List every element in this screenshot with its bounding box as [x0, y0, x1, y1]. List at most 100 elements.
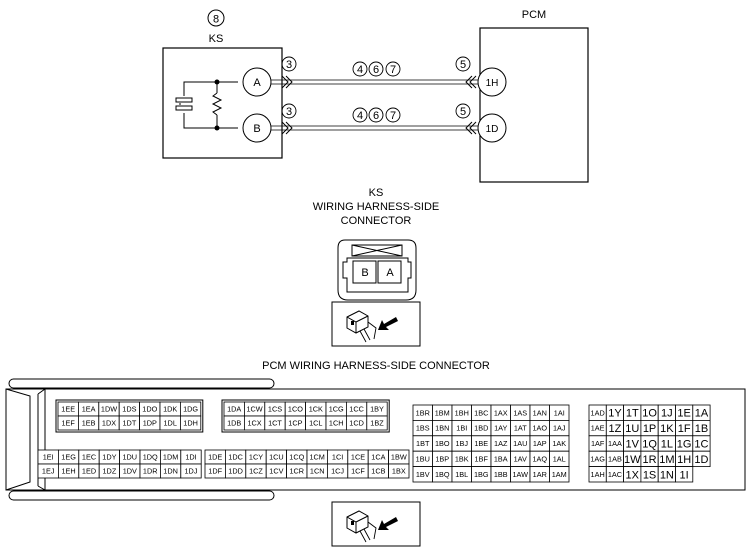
pin-label: 1L — [661, 439, 673, 451]
pin-label: 1DM — [163, 453, 178, 462]
pin-label: 1AN — [533, 408, 547, 417]
pin-label: 1DV — [123, 467, 137, 476]
pin-label: 1BV — [416, 470, 430, 479]
wire-ref-b-left: 3 — [286, 106, 292, 118]
pin-label: 1AT — [514, 424, 527, 433]
pin-label: 1BW — [391, 453, 407, 462]
pin-label: 1BT — [416, 439, 430, 448]
pin-label: 1BJ — [455, 439, 468, 448]
pin-label: 1AD — [591, 408, 605, 417]
wire-ref-a-left: 3 — [286, 59, 292, 71]
pin-label: 1BO — [435, 439, 450, 448]
pin-label: 1DS — [122, 405, 136, 414]
pin-label: 1CJ — [331, 467, 344, 476]
wire-b — [271, 121, 478, 135]
pin-label: 1CK — [309, 405, 323, 414]
ks-connector-pin-a: A — [386, 267, 394, 279]
pin-label: 1EJ — [42, 467, 55, 476]
pin-label: 1P — [643, 423, 656, 435]
junction-dot — [214, 79, 220, 85]
pin-label: 1BI — [456, 424, 467, 433]
pin-label: 1DU — [122, 453, 137, 462]
pin-cell — [366, 415, 388, 431]
pin-label: 1DX — [102, 419, 116, 428]
pin-label: 1DB — [227, 419, 241, 428]
pin-label: 1CE — [351, 453, 365, 462]
pin-label: 1AO — [532, 424, 547, 433]
pin-label: 1CT — [268, 419, 282, 428]
connector-view-icon — [331, 301, 421, 347]
pin-label: 1O — [642, 408, 657, 420]
pin-label: 1CL — [309, 419, 322, 428]
wire-ref-a-mid-1: 4 — [357, 64, 363, 76]
pin-cell — [179, 415, 202, 431]
pin-label: 1N — [660, 469, 674, 481]
wire-ref-a-mid-2: 6 — [373, 64, 379, 76]
pin-label: 1F — [678, 423, 691, 435]
pin-label: 1BE — [474, 439, 488, 448]
pin-label: 1AW — [512, 470, 528, 479]
pin-label: 1DZ — [103, 467, 117, 476]
pin-label: 1BA — [494, 455, 508, 464]
pin-label: 1AV — [514, 455, 527, 464]
pin-label: 1BM — [435, 408, 450, 417]
pin-label: 1DE — [208, 453, 222, 462]
wire-ref-b-right: 5 — [460, 106, 466, 118]
pin-label: 1AC — [608, 470, 622, 479]
pin-label: 1AB — [608, 455, 622, 464]
pin-label: 1CM — [309, 453, 324, 462]
ks-component: 8 KS A B — [162, 9, 283, 159]
pin-label: 1BS — [416, 424, 430, 433]
pcm-pin-1h-circle — [477, 67, 507, 97]
pin-label: 1CF — [351, 467, 365, 476]
ks-connector-title-3: CONNECTOR — [341, 215, 412, 227]
pin-label: 1U — [625, 423, 639, 435]
ks-ref: 8 — [213, 14, 219, 26]
pin-label: 1AJ — [553, 424, 566, 433]
pin-label: 1BN — [435, 424, 449, 433]
pin-label: 1Z — [609, 423, 622, 435]
pin-label: 1EI — [43, 453, 54, 462]
pin-label: 1DJ — [185, 467, 198, 476]
pin-label: 1CO — [288, 405, 303, 414]
pin-label: 1DT — [123, 419, 137, 428]
pin-label: 1AR — [533, 470, 547, 479]
pin-label: 1H — [677, 454, 691, 466]
ks-connector-title-1: KS — [369, 187, 384, 199]
pin-label: 1BX — [392, 467, 406, 476]
pin-label: 1BR — [416, 408, 430, 417]
wire-ref-a-mid-3: 7 — [390, 64, 396, 76]
pin-label: 1D — [694, 454, 708, 466]
pin-label: 1DY — [102, 453, 116, 462]
pin-label: 1CH — [329, 419, 344, 428]
pin-label: 1DN — [163, 467, 178, 476]
pin-label: 1BG — [474, 470, 489, 479]
pcm-label: PCM — [522, 9, 546, 21]
pin-label: 1BQ — [435, 470, 450, 479]
pin-label: 1EH — [61, 467, 75, 476]
pin-label: 1CA — [371, 453, 385, 462]
connector-view-icon — [331, 501, 421, 547]
pin-label: 1EB — [82, 419, 96, 428]
pin-label: 1BC — [474, 408, 488, 417]
pin-label: 1C — [694, 439, 708, 451]
pin-label: 1ED — [82, 467, 96, 476]
pin-cell — [692, 450, 711, 468]
pcm-pin-1d-circle — [477, 113, 507, 143]
pin-cell — [388, 463, 410, 479]
pin-cell — [549, 466, 570, 483]
pin-label: 1EA — [82, 405, 96, 414]
pin-label: 1CC — [349, 405, 364, 414]
pin-label: 1B — [695, 423, 708, 435]
pcm-component: PCM 1H 1D — [477, 9, 589, 183]
pin-label: 1CW — [246, 405, 262, 414]
pin-label: 1G — [677, 439, 692, 451]
pin-label: 1Y — [608, 408, 622, 420]
pin-label: 1V — [626, 439, 640, 451]
pin-label: 1AI — [554, 408, 565, 417]
pin-label: 1I — [680, 469, 689, 481]
pin-label: 1CD — [349, 419, 364, 428]
pin-label: 1CR — [289, 467, 304, 476]
pcm-pin-1d: 1D — [486, 124, 499, 135]
